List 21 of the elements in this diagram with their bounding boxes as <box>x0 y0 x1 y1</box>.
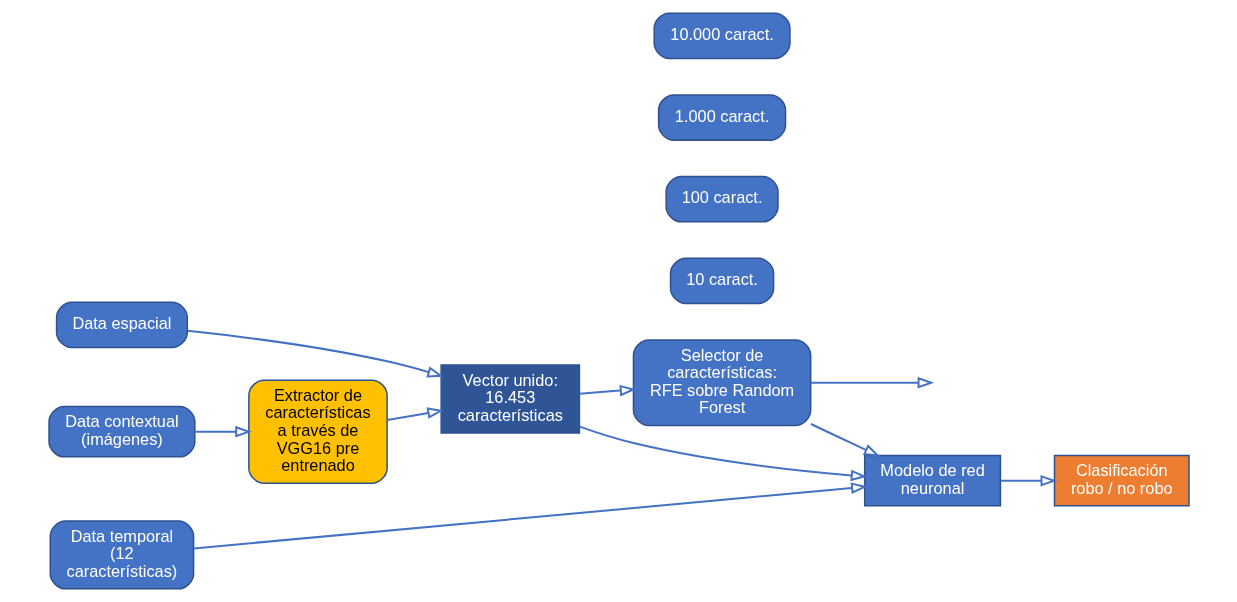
node-box: Modelo de red neuronal <box>863 454 1001 507</box>
arrow <box>810 376 934 389</box>
node-box: Data espacial <box>55 301 188 349</box>
node-box: Data contextual (imágenes) <box>47 405 196 458</box>
node-box: Selector de características: RFE sobre Random Forest <box>632 339 811 427</box>
arrow <box>578 384 636 397</box>
arrow <box>1000 474 1057 487</box>
arrow <box>578 425 867 482</box>
node-box: 10.000 caract. <box>652 12 791 60</box>
node-box: Clasificación robo / no robo <box>1053 454 1190 507</box>
node-box: Extractor de características a través de VGG16 pre entrenado <box>247 379 388 484</box>
arrow <box>187 329 444 378</box>
arrow <box>193 482 868 550</box>
node-box: 100 caract. <box>664 175 779 223</box>
node-box: Data temporal (12 características) <box>49 520 194 590</box>
arrow <box>810 423 880 457</box>
node-box: 1.000 caract. <box>657 94 786 141</box>
node-box: 10 caract. <box>669 257 774 305</box>
arrow <box>194 425 252 438</box>
arrow <box>386 407 444 421</box>
node-box: Vector unido: 16.453 características <box>439 364 580 434</box>
